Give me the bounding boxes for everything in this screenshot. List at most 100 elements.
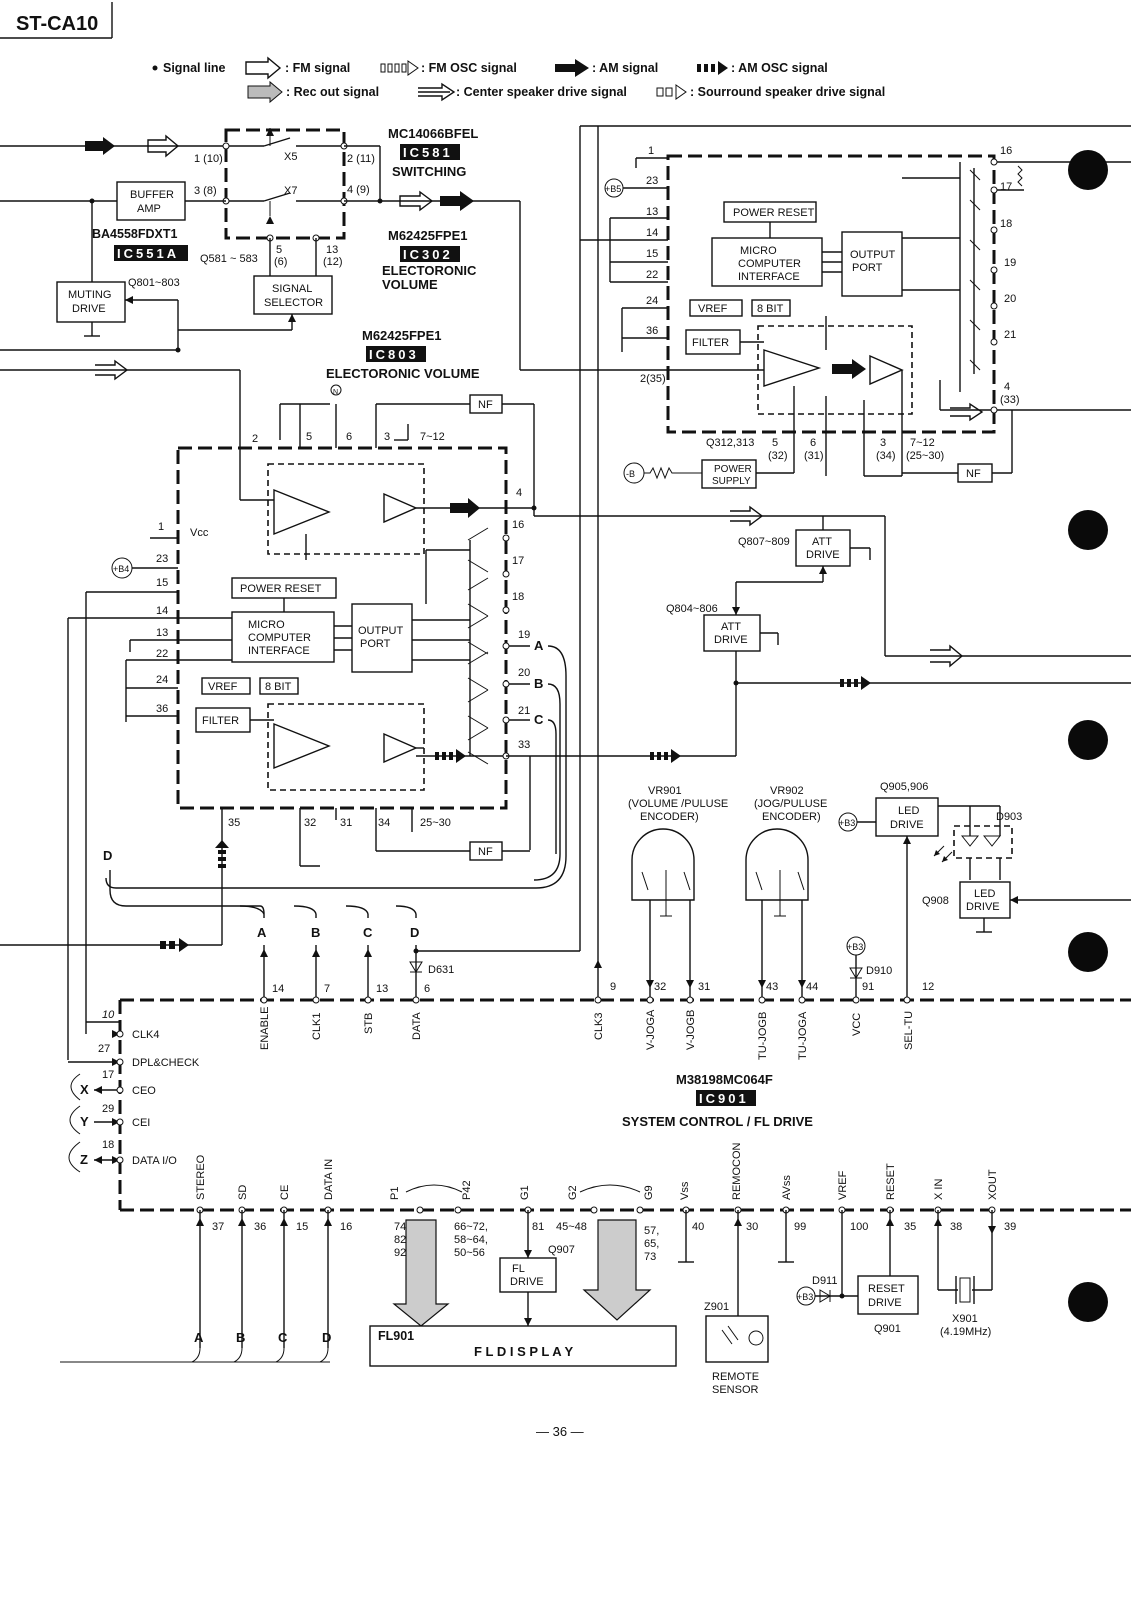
svg-text:Z901: Z901 <box>704 1301 729 1313</box>
svg-text:ENABLE: ENABLE <box>259 1007 271 1050</box>
svg-text:21: 21 <box>1004 329 1016 341</box>
svg-text:VREF: VREF <box>698 303 728 315</box>
svg-text:50~56: 50~56 <box>454 1247 485 1259</box>
svg-text:+B5: +B5 <box>605 184 621 194</box>
header: ST-CA10 <box>0 2 113 39</box>
svg-text:B: B <box>311 925 320 940</box>
ic551a-part: BA4558FDXT1 <box>92 227 177 241</box>
svg-text:23: 23 <box>156 553 168 565</box>
svg-text:6: 6 <box>346 431 352 443</box>
svg-text:X: X <box>80 1082 89 1097</box>
svg-text:D910: D910 <box>866 965 892 977</box>
svg-text:35: 35 <box>228 817 240 829</box>
svg-text:25~30: 25~30 <box>420 817 451 829</box>
svg-text:38: 38 <box>950 1221 962 1233</box>
svg-text:14: 14 <box>272 983 284 995</box>
legend-am-osc: : AM OSC signal <box>731 61 828 75</box>
svg-text:V-JOGA: V-JOGA <box>645 1009 657 1050</box>
svg-text:3: 3 <box>384 431 390 443</box>
svg-text:DPL&CHECK: DPL&CHECK <box>132 1057 200 1069</box>
svg-text:91: 91 <box>862 981 874 993</box>
svg-text:SIGNAL: SIGNAL <box>272 283 312 295</box>
legend-surround: : Sourround speaker drive signal <box>690 85 885 99</box>
svg-text:+B4: +B4 <box>113 564 129 574</box>
svg-text:FILTER: FILTER <box>202 715 239 727</box>
svg-text:5: 5 <box>772 437 778 449</box>
svg-text:VCC: VCC <box>851 1013 863 1036</box>
svg-text:TU-JOGA: TU-JOGA <box>797 1011 809 1060</box>
svg-text:DRIVE: DRIVE <box>868 1297 902 1309</box>
ic581-ref: IC581 <box>403 145 453 160</box>
svg-text:17: 17 <box>512 555 524 567</box>
svg-text:XOUT: XOUT <box>987 1169 999 1200</box>
svg-text:INTERFACE: INTERFACE <box>248 645 310 657</box>
legend-rec-out: : Rec out signal <box>286 85 379 99</box>
svg-text:OUTPUT: OUTPUT <box>358 625 404 637</box>
svg-text:Q807~809: Q807~809 <box>738 536 790 548</box>
svg-text:40: 40 <box>692 1221 704 1233</box>
svg-text:2: 2 <box>252 433 258 445</box>
svg-text:A: A <box>534 638 544 653</box>
svg-text:34: 34 <box>378 817 390 829</box>
svg-text:C: C <box>278 1330 288 1345</box>
ic803-electronic-volume: M62425FPE1 IC803 ELECTORONIC VOLUME 2 5 … <box>0 328 1131 1060</box>
svg-text:24: 24 <box>646 295 658 307</box>
svg-text:16: 16 <box>340 1221 352 1233</box>
svg-text:DRIVE: DRIVE <box>966 901 1000 913</box>
svg-text:X IN: X IN <box>933 1179 945 1200</box>
svg-text:D: D <box>322 1330 331 1345</box>
svg-text:1 (10): 1 (10) <box>194 153 223 165</box>
svg-text:73: 73 <box>644 1251 656 1263</box>
svg-text:NF: NF <box>966 468 981 480</box>
svg-text:POWER RESET: POWER RESET <box>240 583 322 595</box>
svg-text:DATA IN: DATA IN <box>323 1159 335 1200</box>
svg-text:2 (11): 2 (11) <box>347 153 375 165</box>
ic302-electronic-volume: M62425FPE1 IC302 ELECTORONIC VOLUME 1 +B… <box>382 125 1131 945</box>
svg-text:20: 20 <box>1004 293 1016 305</box>
svg-text:V-JOGB: V-JOGB <box>685 1010 697 1050</box>
svg-text:(VOLUME /PULUSE: (VOLUME /PULUSE <box>628 798 728 810</box>
svg-text:C: C <box>363 925 373 940</box>
svg-text:31: 31 <box>698 981 710 993</box>
svg-text:20: 20 <box>518 667 530 679</box>
svg-text:44: 44 <box>806 981 818 993</box>
svg-text:(34): (34) <box>876 450 896 462</box>
svg-text:65,: 65, <box>644 1238 659 1250</box>
svg-text:Z: Z <box>80 1152 88 1167</box>
svg-text:B: B <box>534 676 543 691</box>
svg-text:FILTER: FILTER <box>692 337 729 349</box>
svg-text:VR902: VR902 <box>770 785 804 797</box>
ic803-ref: IC803 <box>369 347 419 362</box>
svg-text:ELECTORONIC: ELECTORONIC <box>382 263 477 278</box>
footer: — 36 — <box>536 1424 584 1439</box>
svg-text:VREF: VREF <box>837 1170 849 1200</box>
svg-text:7~12: 7~12 <box>910 437 935 449</box>
svg-text:Vcc: Vcc <box>190 527 209 539</box>
svg-text:58~64,: 58~64, <box>454 1234 488 1246</box>
svg-text:Y: Y <box>80 1114 89 1129</box>
binder-holes <box>1068 150 1108 1322</box>
svg-text:24: 24 <box>156 674 168 686</box>
svg-text:CLK4: CLK4 <box>132 1029 160 1041</box>
svg-text:DRIVE: DRIVE <box>890 819 924 831</box>
svg-text:37: 37 <box>212 1221 224 1233</box>
svg-text:8 BIT: 8 BIT <box>757 303 784 315</box>
svg-text:4: 4 <box>1004 381 1010 393</box>
svg-text:1: 1 <box>648 145 654 157</box>
svg-text:LED: LED <box>898 805 919 817</box>
svg-text:SELECTOR: SELECTOR <box>264 297 323 309</box>
svg-text:ATT: ATT <box>812 536 832 548</box>
att-drives: ATT DRIVE Q807~809 ATT DRIVE Q804~806 <box>666 505 1131 757</box>
svg-text:DATA I/O: DATA I/O <box>132 1155 177 1167</box>
svg-text:13: 13 <box>376 983 388 995</box>
svg-text:13: 13 <box>156 627 168 639</box>
svg-text:ENCODER): ENCODER) <box>640 811 699 823</box>
svg-text:(12): (12) <box>323 256 343 268</box>
svg-text:REMOTE: REMOTE <box>712 1371 759 1383</box>
svg-text:+B3: +B3 <box>847 942 863 952</box>
svg-text:57,: 57, <box>644 1225 659 1237</box>
legend-am: : AM signal <box>592 61 658 75</box>
svg-text:8 BIT: 8 BIT <box>265 681 292 693</box>
svg-text:18: 18 <box>512 591 524 603</box>
svg-text:CEI: CEI <box>132 1117 150 1129</box>
